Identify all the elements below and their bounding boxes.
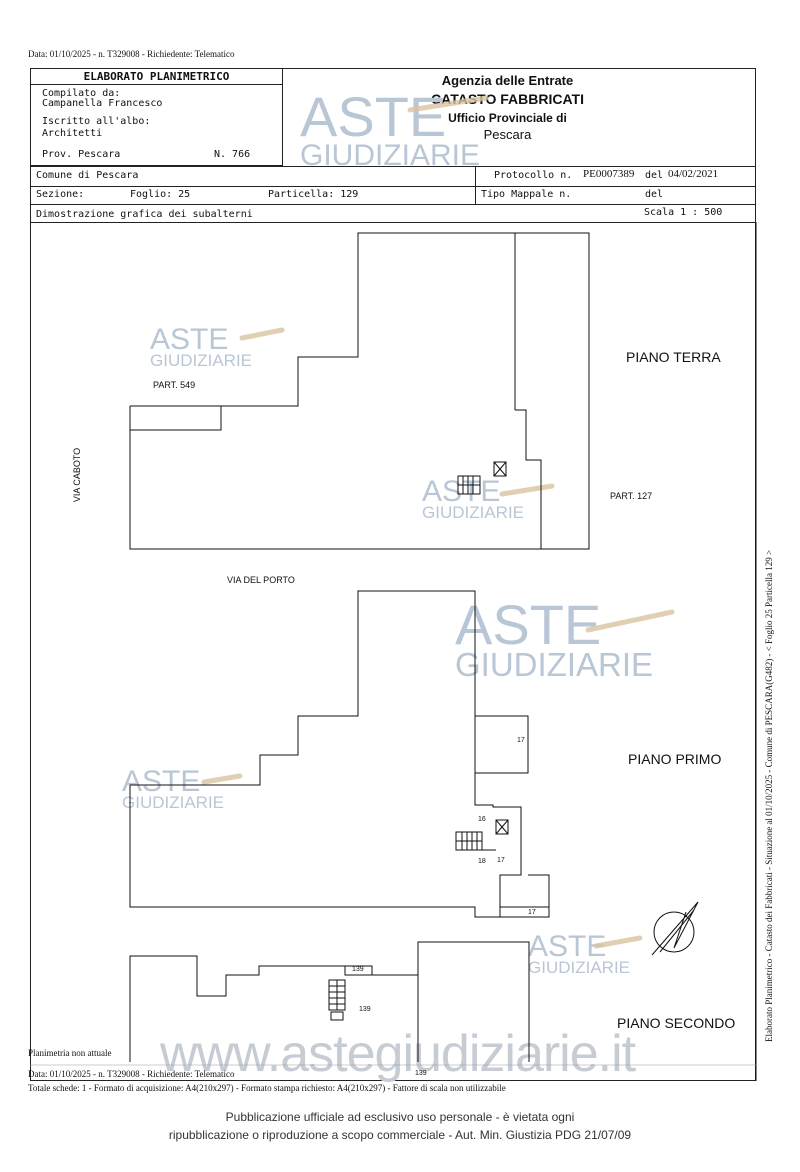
piano-primo-outline: [130, 590, 529, 786]
compilato-label: Compilato da:: [42, 88, 121, 99]
watermark-giudiziarie: GIUDIZIARIE: [150, 351, 253, 370]
watermark-aste: ASTE: [122, 765, 201, 798]
piano-terra-room: [130, 406, 222, 431]
protocollo-date: 04/02/2021: [668, 168, 719, 180]
watermark-logo-2: ASTE GIUDIZIARIE: [422, 475, 525, 522]
watermark-aste: ASTE: [150, 323, 229, 356]
watermark-logo-header: ASTE GIUDIZIARIE: [300, 85, 481, 173]
piano-secondo-outline: [129, 941, 530, 1062]
label-via-del-porto: VIA DEL PORTO: [227, 575, 295, 585]
sub-label-17-room: 17: [517, 737, 525, 744]
watermark-giudiziarie: GIUDIZIARIE: [300, 139, 481, 173]
watermark-logo-3: ASTE GIUDIZIARIE: [455, 593, 654, 684]
row-divider-1: [30, 166, 756, 167]
sub-label-17-stair: 17: [497, 857, 505, 864]
row-divider-2: [30, 186, 756, 187]
compilato-value: Campanella Francesco: [42, 98, 163, 109]
footer-data-line: Data: 01/10/2025 - n. T329008 - Richiede…: [28, 1069, 235, 1079]
label-part-549: PART. 549: [153, 380, 196, 390]
watermark-aste: ASTE: [422, 475, 501, 508]
protocollo-label: Protocollo n.: [494, 170, 573, 181]
iscritto-value: Architetti: [42, 128, 103, 139]
particella-label: Particella: 129: [268, 189, 359, 200]
row-divider-3: [30, 204, 756, 205]
sub-label-139-bottom: 139: [415, 1070, 427, 1077]
compilatore-box: [30, 68, 283, 166]
sub-label-17-corridor: 17: [528, 909, 536, 916]
tipo-mappale-label: Tipo Mappale n.: [481, 189, 572, 200]
protocollo-del: del: [645, 170, 664, 181]
watermark-aste: ASTE: [455, 593, 602, 656]
ufficio-city: Pescara: [483, 127, 532, 142]
side-caption: Elaborato Planimetrico - Catasto dei Fab…: [764, 549, 774, 1042]
watermark-logo-5: ASTE GIUDIZIARIE: [528, 930, 631, 977]
row-divider-4: [30, 222, 756, 223]
sub-label-18: 18: [478, 858, 486, 865]
watermark-giudiziarie: GIUDIZIARIE: [455, 646, 654, 684]
elevator-terra: [493, 461, 507, 477]
foglio-label: Foglio: 25: [130, 189, 191, 200]
planimetria-note: Planimetria non attuale: [28, 1048, 112, 1058]
document-header-line: Data: 01/10/2025 - n. T329008 - Richiede…: [28, 49, 235, 59]
publication-notice-line1: Pubblicazione ufficiale ad esclusivo uso…: [225, 1110, 575, 1124]
iscritto-label: Iscritto all'albo:: [42, 116, 151, 127]
elaborato-title: ELABORATO PLANIMETRICO: [83, 70, 230, 83]
label-piano-secondo: PIANO SECONDO: [617, 1015, 736, 1031]
label-piano-primo: PIANO PRIMO: [628, 751, 722, 767]
col-divider: [475, 166, 476, 204]
piano-terra-outline: [129, 232, 590, 550]
publication-notice-line2: ripubblicazione o riproduzione a scopo c…: [168, 1128, 632, 1142]
watermark-aste: ASTE: [300, 85, 447, 148]
sezione-label: Sezione:: [36, 189, 85, 200]
title-divider: [30, 84, 283, 85]
north-arrow-icon: [653, 911, 695, 953]
sub-17-room: [474, 715, 529, 774]
comune-label: Comune di Pescara: [36, 170, 139, 181]
numero-albo: N. 766: [214, 149, 251, 160]
footer-totale-schede: Totale schede: 1 - Formato di acquisizio…: [28, 1083, 506, 1093]
watermark-aste: ASTE: [528, 930, 607, 963]
watermark-logo-1: ASTE GIUDIZIARIE: [150, 323, 253, 370]
watermark-giudiziarie: GIUDIZIARIE: [122, 793, 225, 812]
watermark-giudiziarie: GIUDIZIARIE: [528, 958, 631, 977]
agency-name: Agenzia delle Entrate: [441, 73, 574, 88]
label-piano-terra: PIANO TERRA: [626, 349, 721, 365]
prov-label: Prov. Pescara: [42, 149, 121, 160]
watermark-giudiziarie: GIUDIZIARIE: [422, 503, 525, 522]
dimostrazione-label: Dimostrazione grafica dei subalterni: [36, 209, 253, 220]
watermark-logo-4: ASTE GIUDIZIARIE: [122, 765, 225, 812]
sub-label-139-mid: 139: [359, 1006, 371, 1013]
ufficio-label: Ufficio Provinciale di: [448, 111, 567, 125]
elevator-primo: [495, 819, 509, 835]
tipo-mappale-del: del: [645, 189, 664, 200]
sub-label-139-top: 139: [352, 966, 364, 973]
label-part-127: PART. 127: [610, 491, 653, 501]
watermark-url: www.astegiudiziarie.it: [160, 1025, 636, 1083]
scala-label: Scala 1 : 500: [644, 207, 723, 218]
protocollo-value: PE0007389: [583, 168, 635, 180]
label-via-caboto: VIA CABOTO: [72, 447, 83, 503]
sub-label-16: 16: [478, 816, 486, 823]
